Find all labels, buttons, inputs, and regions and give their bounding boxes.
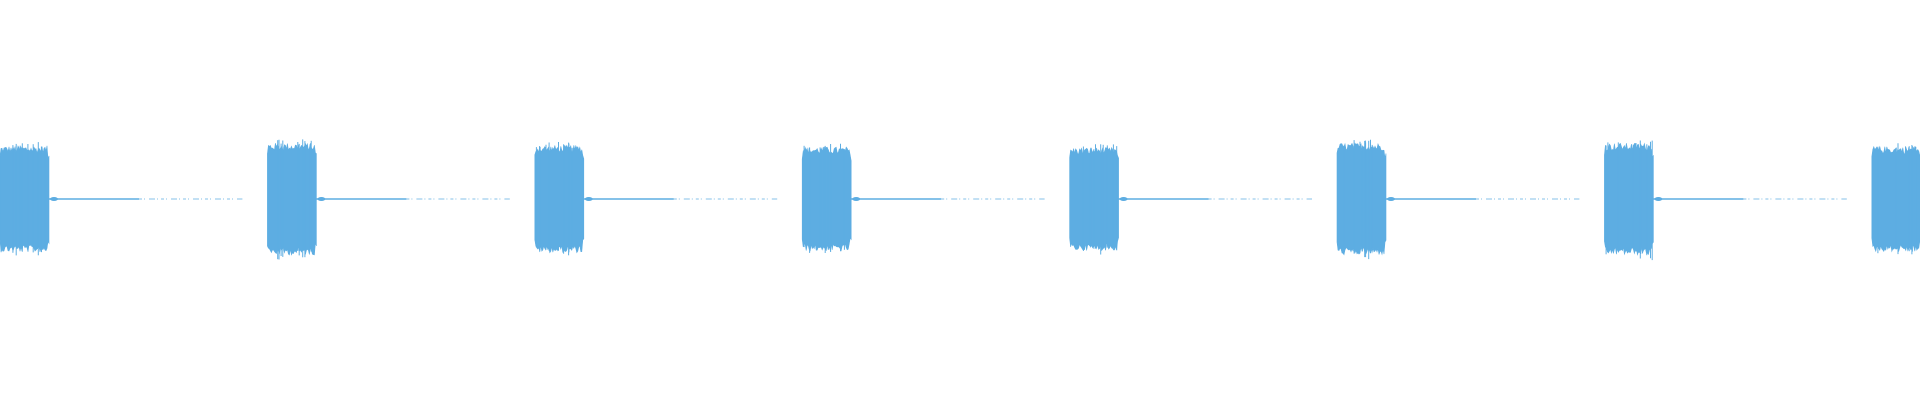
- waveform-burst: [534, 142, 585, 256]
- waveform-decay-blob: [584, 197, 593, 201]
- waveform-burst: [801, 143, 852, 253]
- waveform-silence-segment: [49, 197, 243, 201]
- waveform-burst: [1604, 140, 1654, 261]
- waveform-decay-blob: [852, 197, 861, 201]
- waveform-silence-segment: [583, 197, 778, 201]
- waveform-burst: [0, 142, 50, 256]
- waveform-silence-segment: [1118, 197, 1312, 201]
- waveform-decay-blob: [1119, 197, 1128, 201]
- waveform-burst-shape: [267, 142, 317, 256]
- waveform-burst: [1336, 139, 1387, 260]
- waveform-burst: [1069, 144, 1119, 255]
- waveform-decay-blob: [1387, 197, 1395, 201]
- waveform-decay-blob: [1654, 197, 1663, 201]
- waveform-silence-segment: [851, 197, 1045, 201]
- waveform-burst: [267, 139, 317, 260]
- waveform-decay-blob: [317, 197, 326, 201]
- waveform-burst-shape: [1336, 142, 1387, 256]
- waveform-silence: [49, 197, 1847, 201]
- waveform-silence-segment: [1386, 197, 1580, 201]
- waveform-burst-shape: [534, 144, 585, 254]
- waveform-silence-segment: [316, 197, 510, 201]
- waveform-burst: [1871, 143, 1920, 255]
- waveform-silence-segment: [1653, 197, 1847, 201]
- waveform-burst-shape: [1604, 142, 1654, 256]
- waveform-burst-shape: [801, 146, 852, 252]
- waveform-bursts: [0, 139, 1920, 261]
- waveform-decay-blob: [50, 197, 58, 201]
